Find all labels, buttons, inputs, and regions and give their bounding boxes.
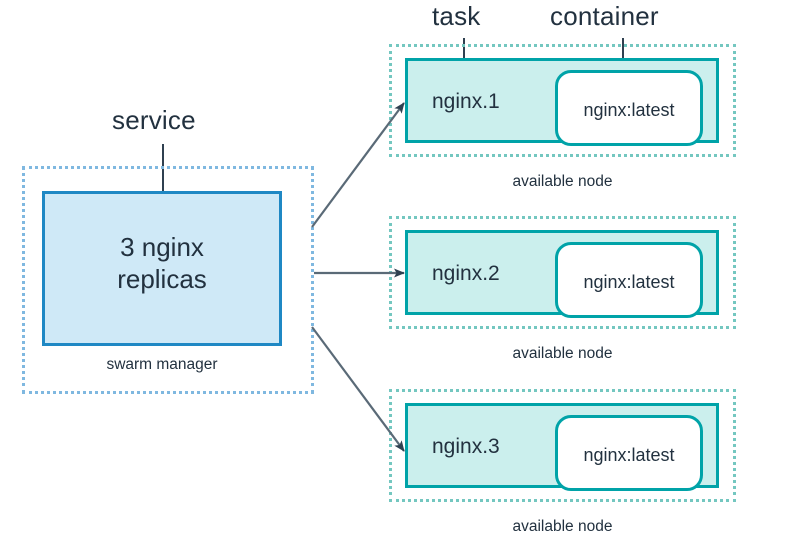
container-box-3[interactable]: nginx:latest: [555, 415, 703, 491]
available-node-caption-1: available node: [512, 173, 613, 190]
container-label-2: nginx:latest: [583, 272, 675, 292]
swarm-manager-boundary: [22, 166, 314, 394]
available-node-boundary-1: [389, 44, 736, 157]
service-box-label-line2: replicas: [117, 264, 207, 294]
container-label-1: nginx:latest: [583, 100, 675, 120]
leader-line-service: [162, 144, 164, 228]
annotation-label-container: container: [550, 1, 659, 31]
container-label-3: nginx:latest: [583, 445, 675, 465]
container-box-2[interactable]: nginx:latest: [555, 242, 703, 318]
annotation-label-service: service: [112, 105, 196, 135]
task-label-2: nginx.2: [432, 262, 500, 285]
task-box-3[interactable]: nginx.3 nginx:latest: [405, 403, 719, 491]
service-box-label-line1: 3 nginx: [120, 232, 204, 262]
available-node-caption-3: available node: [512, 518, 613, 535]
container-box-1[interactable]: nginx:latest: [555, 70, 703, 146]
annotation-label-task: task: [432, 1, 481, 31]
task-box-1[interactable]: nginx.1 nginx:latest: [405, 58, 719, 146]
swarm-manager-caption: swarm manager: [106, 356, 218, 373]
available-node-caption-2: available node: [512, 345, 613, 362]
service-box[interactable]: 3 nginx replicas: [42, 191, 282, 346]
task-label-3: nginx.3: [432, 435, 500, 458]
task-label-1: nginx.1: [432, 90, 500, 113]
task-box-2[interactable]: nginx.2 nginx:latest: [405, 230, 719, 318]
